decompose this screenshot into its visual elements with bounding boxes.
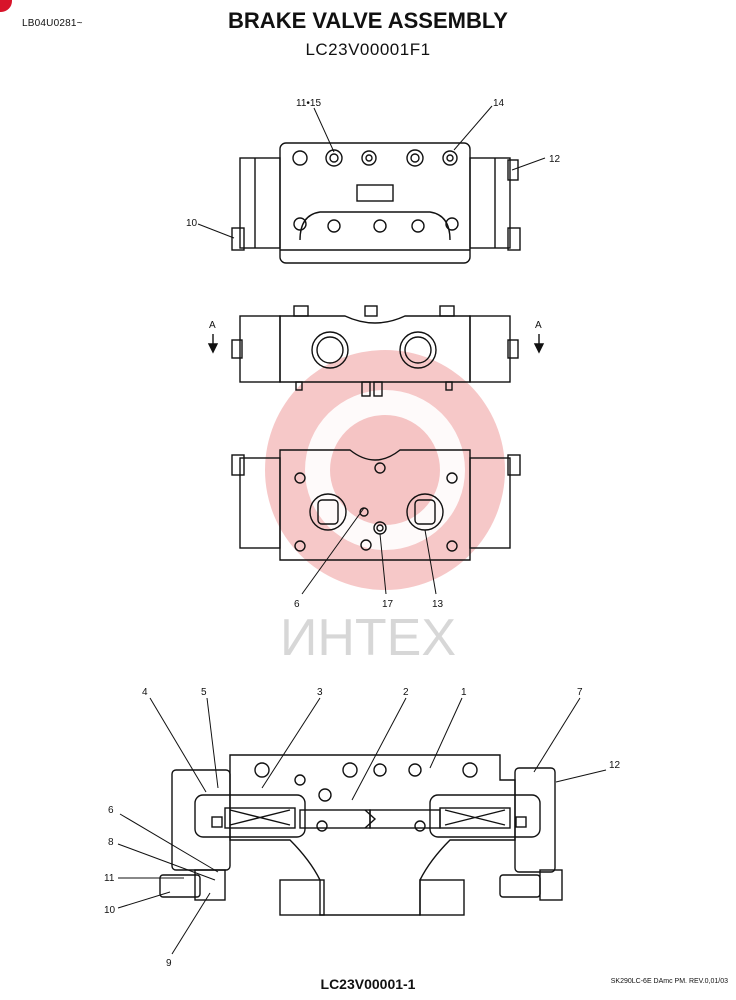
document-code: LB04U0281~ bbox=[22, 18, 83, 29]
callout-4: 4 bbox=[142, 687, 148, 698]
watermark-text: ИНТЕХ bbox=[280, 609, 456, 667]
front-view bbox=[207, 305, 545, 397]
page-title: BRAKE VALVE ASSEMBLY bbox=[228, 8, 508, 33]
callout-labels: 11•15 14 12 10 A A 6 17 13 4 5 3 2 1 7 1… bbox=[104, 98, 621, 969]
callout-14: 14 bbox=[493, 98, 505, 109]
callout-6-bottom: 6 bbox=[294, 599, 300, 610]
callout-11-15: 11•15 bbox=[296, 98, 321, 109]
callout-6-section: 6 bbox=[108, 805, 114, 816]
part-number: LC23V00001F1 bbox=[305, 40, 431, 59]
callout-3: 3 bbox=[317, 687, 323, 698]
callout-10-section: 10 bbox=[104, 905, 116, 916]
callout-12-top: 12 bbox=[549, 154, 561, 165]
callout-1: 1 bbox=[461, 687, 467, 698]
manual-reference: SK290LC-6E DAmc PM. REV.0,01/03 bbox=[610, 978, 728, 985]
callout-17: 17 bbox=[382, 599, 394, 610]
bottom-view bbox=[231, 449, 521, 561]
callout-8: 8 bbox=[108, 837, 114, 848]
callout-12-section: 12 bbox=[609, 760, 621, 771]
top-view bbox=[231, 142, 521, 264]
callout-7: 7 bbox=[577, 687, 583, 698]
section-marker-right: A bbox=[535, 320, 542, 331]
callout-9: 9 bbox=[166, 958, 172, 969]
callout-10-top: 10 bbox=[186, 218, 198, 229]
callout-13: 13 bbox=[432, 599, 444, 610]
section-marker-left: A bbox=[209, 320, 216, 331]
section-view bbox=[159, 754, 563, 916]
leader-lines bbox=[117, 105, 607, 955]
callout-5: 5 bbox=[201, 687, 207, 698]
callout-2: 2 bbox=[403, 687, 409, 698]
figure-id: LC23V00001-1 bbox=[320, 976, 416, 992]
callout-11: 11 bbox=[104, 873, 115, 884]
